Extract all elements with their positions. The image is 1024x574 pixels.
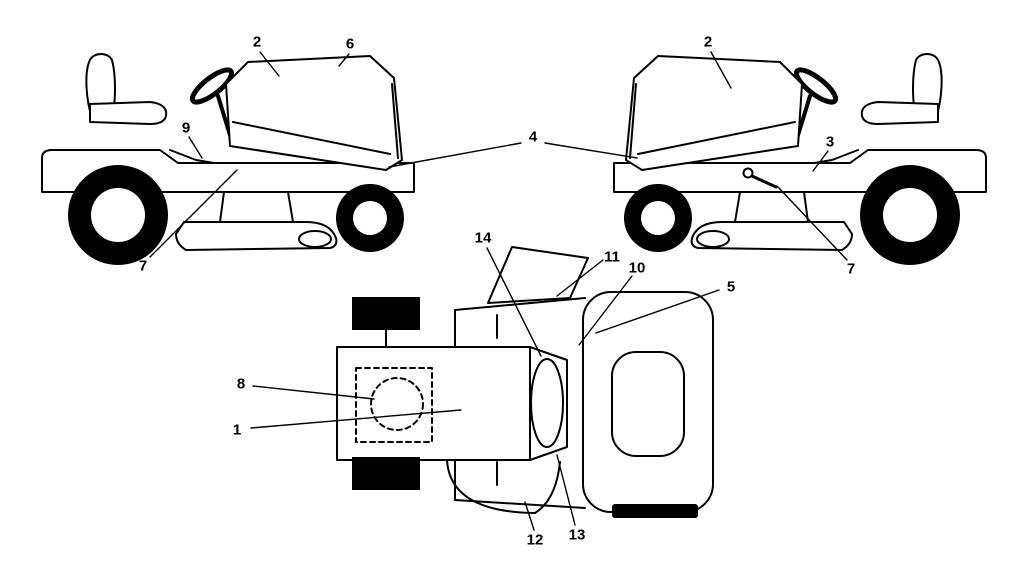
- callout-13: 13: [568, 526, 586, 544]
- leader-8: [252, 385, 375, 400]
- discharge-chute: [487, 246, 589, 304]
- deck-lift-lever: [742, 167, 778, 189]
- hood-crease: [232, 121, 391, 155]
- belt-cover-curve: [534, 461, 561, 514]
- leader-9: [188, 136, 203, 159]
- callout-8: 8: [236, 375, 246, 393]
- engine-bay: [336, 346, 531, 461]
- callout-10: 10: [628, 259, 646, 277]
- callout-5: 5: [726, 278, 736, 296]
- leader-5: [595, 289, 720, 334]
- rear-step-pad: [612, 504, 698, 518]
- leader-10: [578, 275, 633, 346]
- deck-hanger-rear: [219, 191, 225, 223]
- leader-lines: [149, 51, 848, 531]
- footrest: [169, 149, 215, 164]
- engine-mount-outline: [355, 367, 433, 443]
- callout-7-right: 7: [846, 260, 856, 278]
- leader-4-to-left: [388, 142, 522, 168]
- seat-cushion: [89, 101, 168, 125]
- deck-edge-curve: [446, 459, 536, 514]
- callout-6: 6: [345, 35, 355, 53]
- leader-4-to-right: [544, 142, 638, 159]
- seat-top: [611, 351, 685, 457]
- callout-12: 12: [526, 531, 544, 549]
- deck-discharge: [298, 230, 332, 248]
- deck-hanger-front: [287, 191, 294, 223]
- front-wheel-top: [352, 297, 420, 330]
- callout-3: 3: [825, 133, 835, 151]
- top-view-tractor: [336, 246, 714, 518]
- side-view-left-tractor: [41, 53, 415, 265]
- front-wheel-rim: [353, 201, 387, 235]
- front-wheel-bottom: [352, 457, 420, 490]
- callout-4: 4: [528, 128, 538, 146]
- callout-2-right-hood: 2: [703, 33, 713, 51]
- callout-7-left: 7: [138, 257, 148, 275]
- platform-bottom-edge: [454, 459, 586, 509]
- seat-back: [85, 53, 116, 119]
- leader-3: [812, 150, 829, 172]
- callout-14: 14: [474, 229, 492, 247]
- leader-12: [524, 501, 535, 531]
- leader-1: [250, 409, 462, 429]
- engine-outline: [370, 377, 424, 431]
- steering-wheel-top-view: [530, 358, 564, 448]
- callout-2-left-hood: 2: [252, 33, 262, 51]
- leader-11: [556, 259, 604, 297]
- leader-14: [486, 247, 542, 357]
- callout-9: 9: [181, 119, 191, 137]
- platform-top-edge: [454, 297, 586, 348]
- leader-7-left: [149, 169, 238, 258]
- leader-2-left: [259, 51, 280, 77]
- steering-wheel: [189, 67, 235, 105]
- hood: [225, 55, 403, 171]
- leader-2-right: [710, 51, 732, 89]
- mower-deck: [175, 221, 338, 251]
- rear-wheel-rim: [91, 188, 145, 242]
- callout-11: 11: [604, 248, 620, 266]
- leader-6: [338, 53, 350, 67]
- callout-1: 1: [232, 421, 242, 439]
- leader-13: [556, 454, 576, 526]
- hood-front-edge: [391, 83, 399, 159]
- side-view-right-tractor: [614, 54, 986, 265]
- leader-7-right: [776, 185, 848, 261]
